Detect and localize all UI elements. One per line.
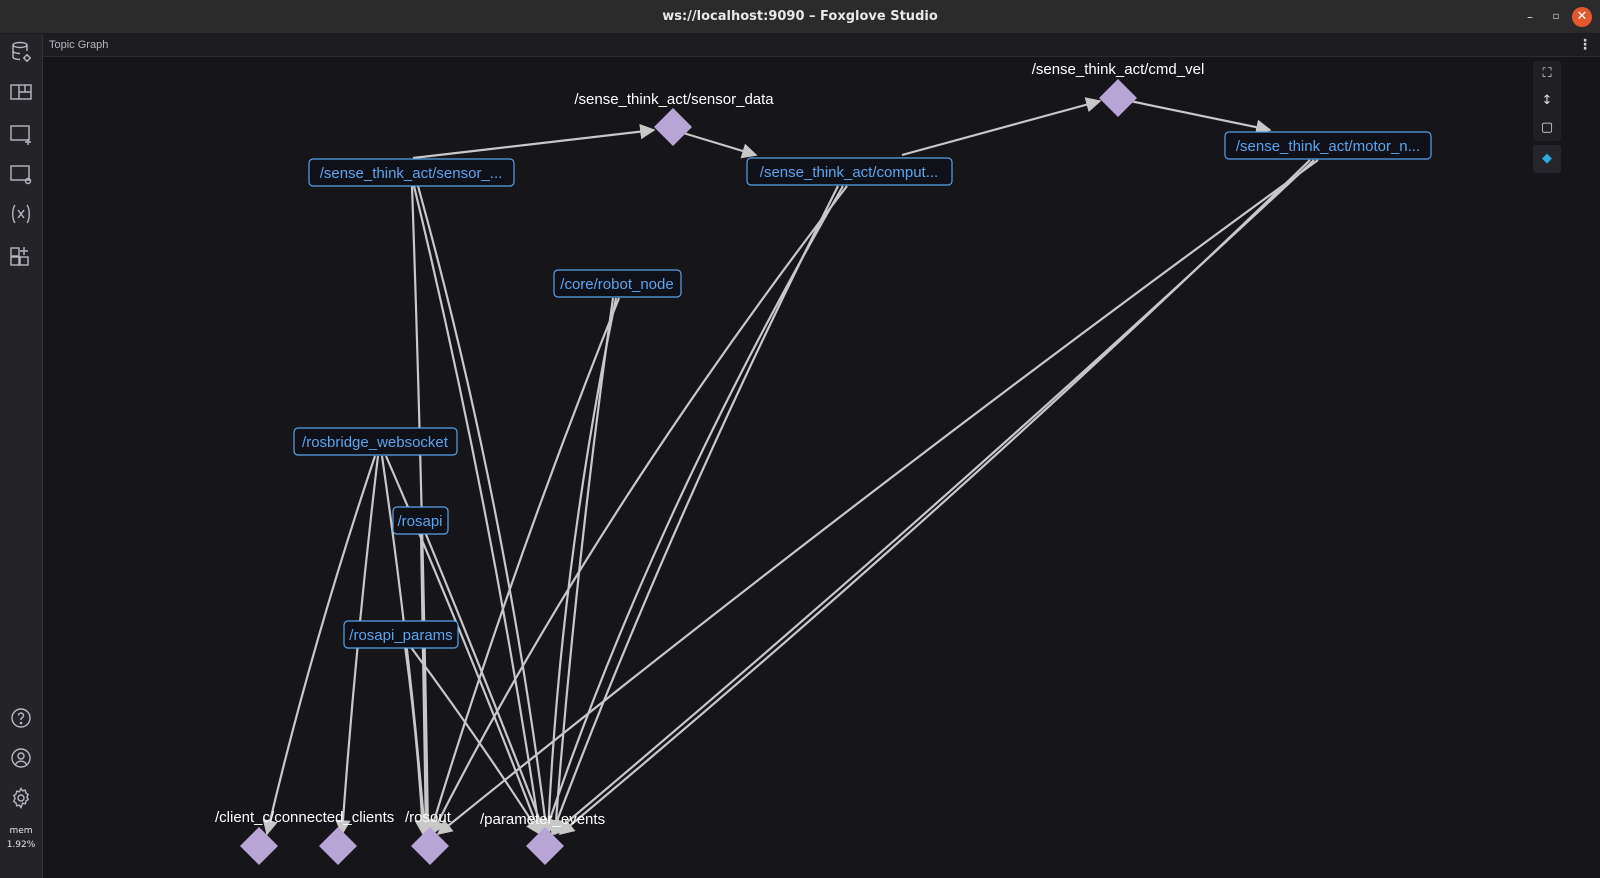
maximize-icon[interactable]: ▫ <box>1552 11 1560 22</box>
data-source-icon[interactable] <box>9 40 33 64</box>
memory-value: 1.92% <box>6 840 36 850</box>
node-rosbridge-label: /rosbridge_websocket <box>302 434 449 451</box>
topic-rosout-label: /rosout <box>405 809 452 826</box>
topic-diamond <box>319 827 357 865</box>
node-rosapi-label: /rosapi <box>397 513 442 530</box>
topic-cmd-vel-label: /sense_think_act/cmd_vel <box>1032 61 1205 78</box>
panel-menu-icon[interactable]: ⋮ <box>1578 37 1592 53</box>
close-icon[interactable]: ✕ <box>1572 7 1592 27</box>
node-sensor-label: /sense_think_act/sensor_... <box>320 165 503 182</box>
node-rosapi-params-label: /rosapi_params <box>349 627 452 644</box>
extensions-icon[interactable] <box>9 244 33 268</box>
node-rosapi[interactable]: /rosapi <box>392 506 449 535</box>
topic-connected-clients-label: /client_c/connected_clients <box>215 809 394 826</box>
panel-settings-icon[interactable] <box>9 162 33 186</box>
sidebar: mem 1.92% <box>0 34 43 878</box>
node-sensor[interactable]: /sense_think_act/sensor_... <box>308 158 515 187</box>
topics-layer: /sense_think_act/sensor_data /sense_thin… <box>215 61 1204 865</box>
topic-diamond <box>526 827 564 865</box>
node-compute-label: /sense_think_act/comput... <box>760 164 938 181</box>
node-motor[interactable]: /sense_think_act/motor_n... <box>1224 131 1432 160</box>
topic-cmd-vel[interactable]: /sense_think_act/cmd_vel <box>1032 61 1205 117</box>
memory-label: mem <box>9 826 33 836</box>
node-rosbridge[interactable]: /rosbridge_websocket <box>293 427 458 456</box>
window-title: ws://localhost:9090 – Foxglove Studio <box>662 9 938 24</box>
topic-rosout[interactable]: /rosout <box>405 809 452 865</box>
node-rosapi-params[interactable]: /rosapi_params <box>343 620 459 649</box>
add-panel-icon[interactable] <box>9 122 33 146</box>
help-icon[interactable] <box>9 706 33 730</box>
orientation-toggle-icon[interactable]: ↕ <box>1541 93 1553 108</box>
select-topics-icon[interactable]: ▢ <box>1540 120 1554 135</box>
window-titlebar: ws://localhost:9090 – Foxglove Studio – … <box>0 0 1600 34</box>
layout-icon[interactable] <box>9 80 33 104</box>
topic-sensor-data[interactable]: /sense_think_act/sensor_data <box>574 91 774 146</box>
topic-diamond <box>240 827 278 865</box>
panel-title: Topic Graph <box>49 39 109 51</box>
nodes-layer: /sense_think_act/sensor_... /sense_think… <box>293 131 1432 649</box>
topic-toggle-icon[interactable]: ◆ <box>1542 151 1552 166</box>
minimize-icon[interactable]: – <box>1527 10 1533 24</box>
topic-toggle: ◆ <box>1533 145 1561 173</box>
topic-sensor-data-label: /sense_think_act/sensor_data <box>574 91 774 108</box>
panel-header: Topic Graph ⋮ <box>43 34 1600 57</box>
settings-icon[interactable] <box>9 786 33 810</box>
node-motor-label: /sense_think_act/motor_n... <box>1236 138 1420 155</box>
graph-toolbar: ⛶ ↕ ▢ <box>1533 61 1561 141</box>
variables-icon[interactable] <box>9 202 33 226</box>
topic-diamond <box>1099 79 1137 117</box>
node-robot-label: /core/robot_node <box>560 276 673 293</box>
topic-connected-clients[interactable]: /client_c/connected_clients <box>215 809 394 865</box>
fit-to-view-icon[interactable]: ⛶ <box>1542 66 1552 81</box>
account-icon[interactable] <box>9 746 33 770</box>
topic-parameter-events-label: /parameter_events <box>480 811 605 828</box>
node-compute[interactable]: /sense_think_act/comput... <box>746 157 953 186</box>
node-robot[interactable]: /core/robot_node <box>553 269 682 298</box>
topic-diamond <box>654 108 692 146</box>
topic-diamond <box>411 827 449 865</box>
topic-parameter-events[interactable]: /parameter_events <box>480 811 605 865</box>
